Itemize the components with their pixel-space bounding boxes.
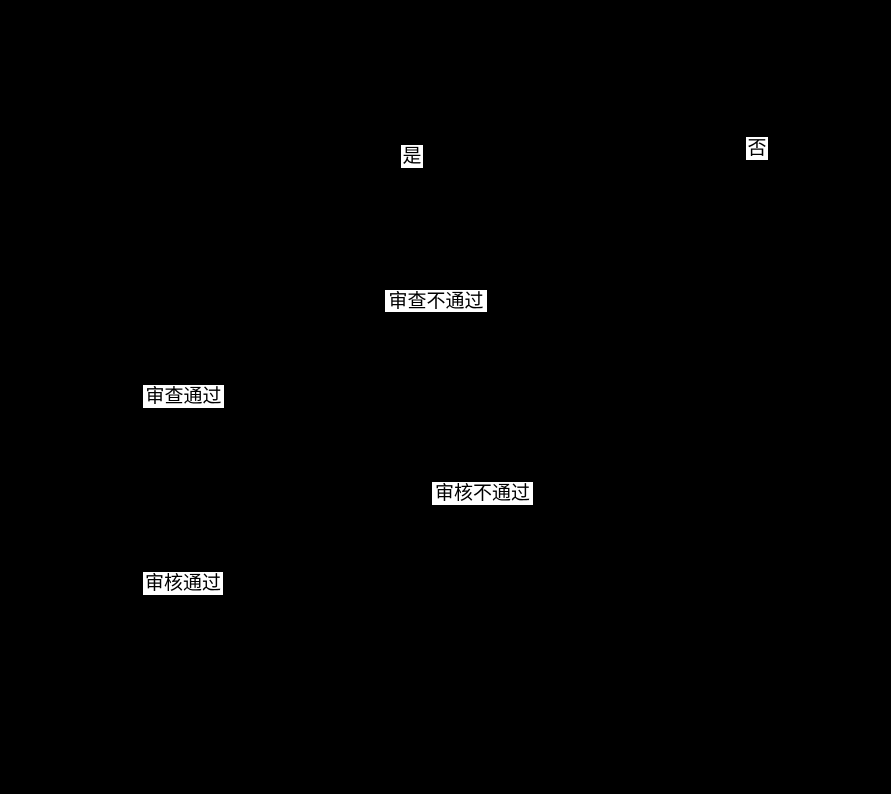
edge-label-audit-passed: 审核通过 xyxy=(143,572,223,595)
edge-label-audit-not-passed: 审核不通过 xyxy=(432,482,533,505)
edge-label-review-passed: 审查通过 xyxy=(143,385,224,408)
edge-label-review-not-passed: 审查不通过 xyxy=(385,290,487,312)
edge-label-no: 否 xyxy=(746,137,768,160)
edge-label-yes: 是 xyxy=(401,145,423,168)
